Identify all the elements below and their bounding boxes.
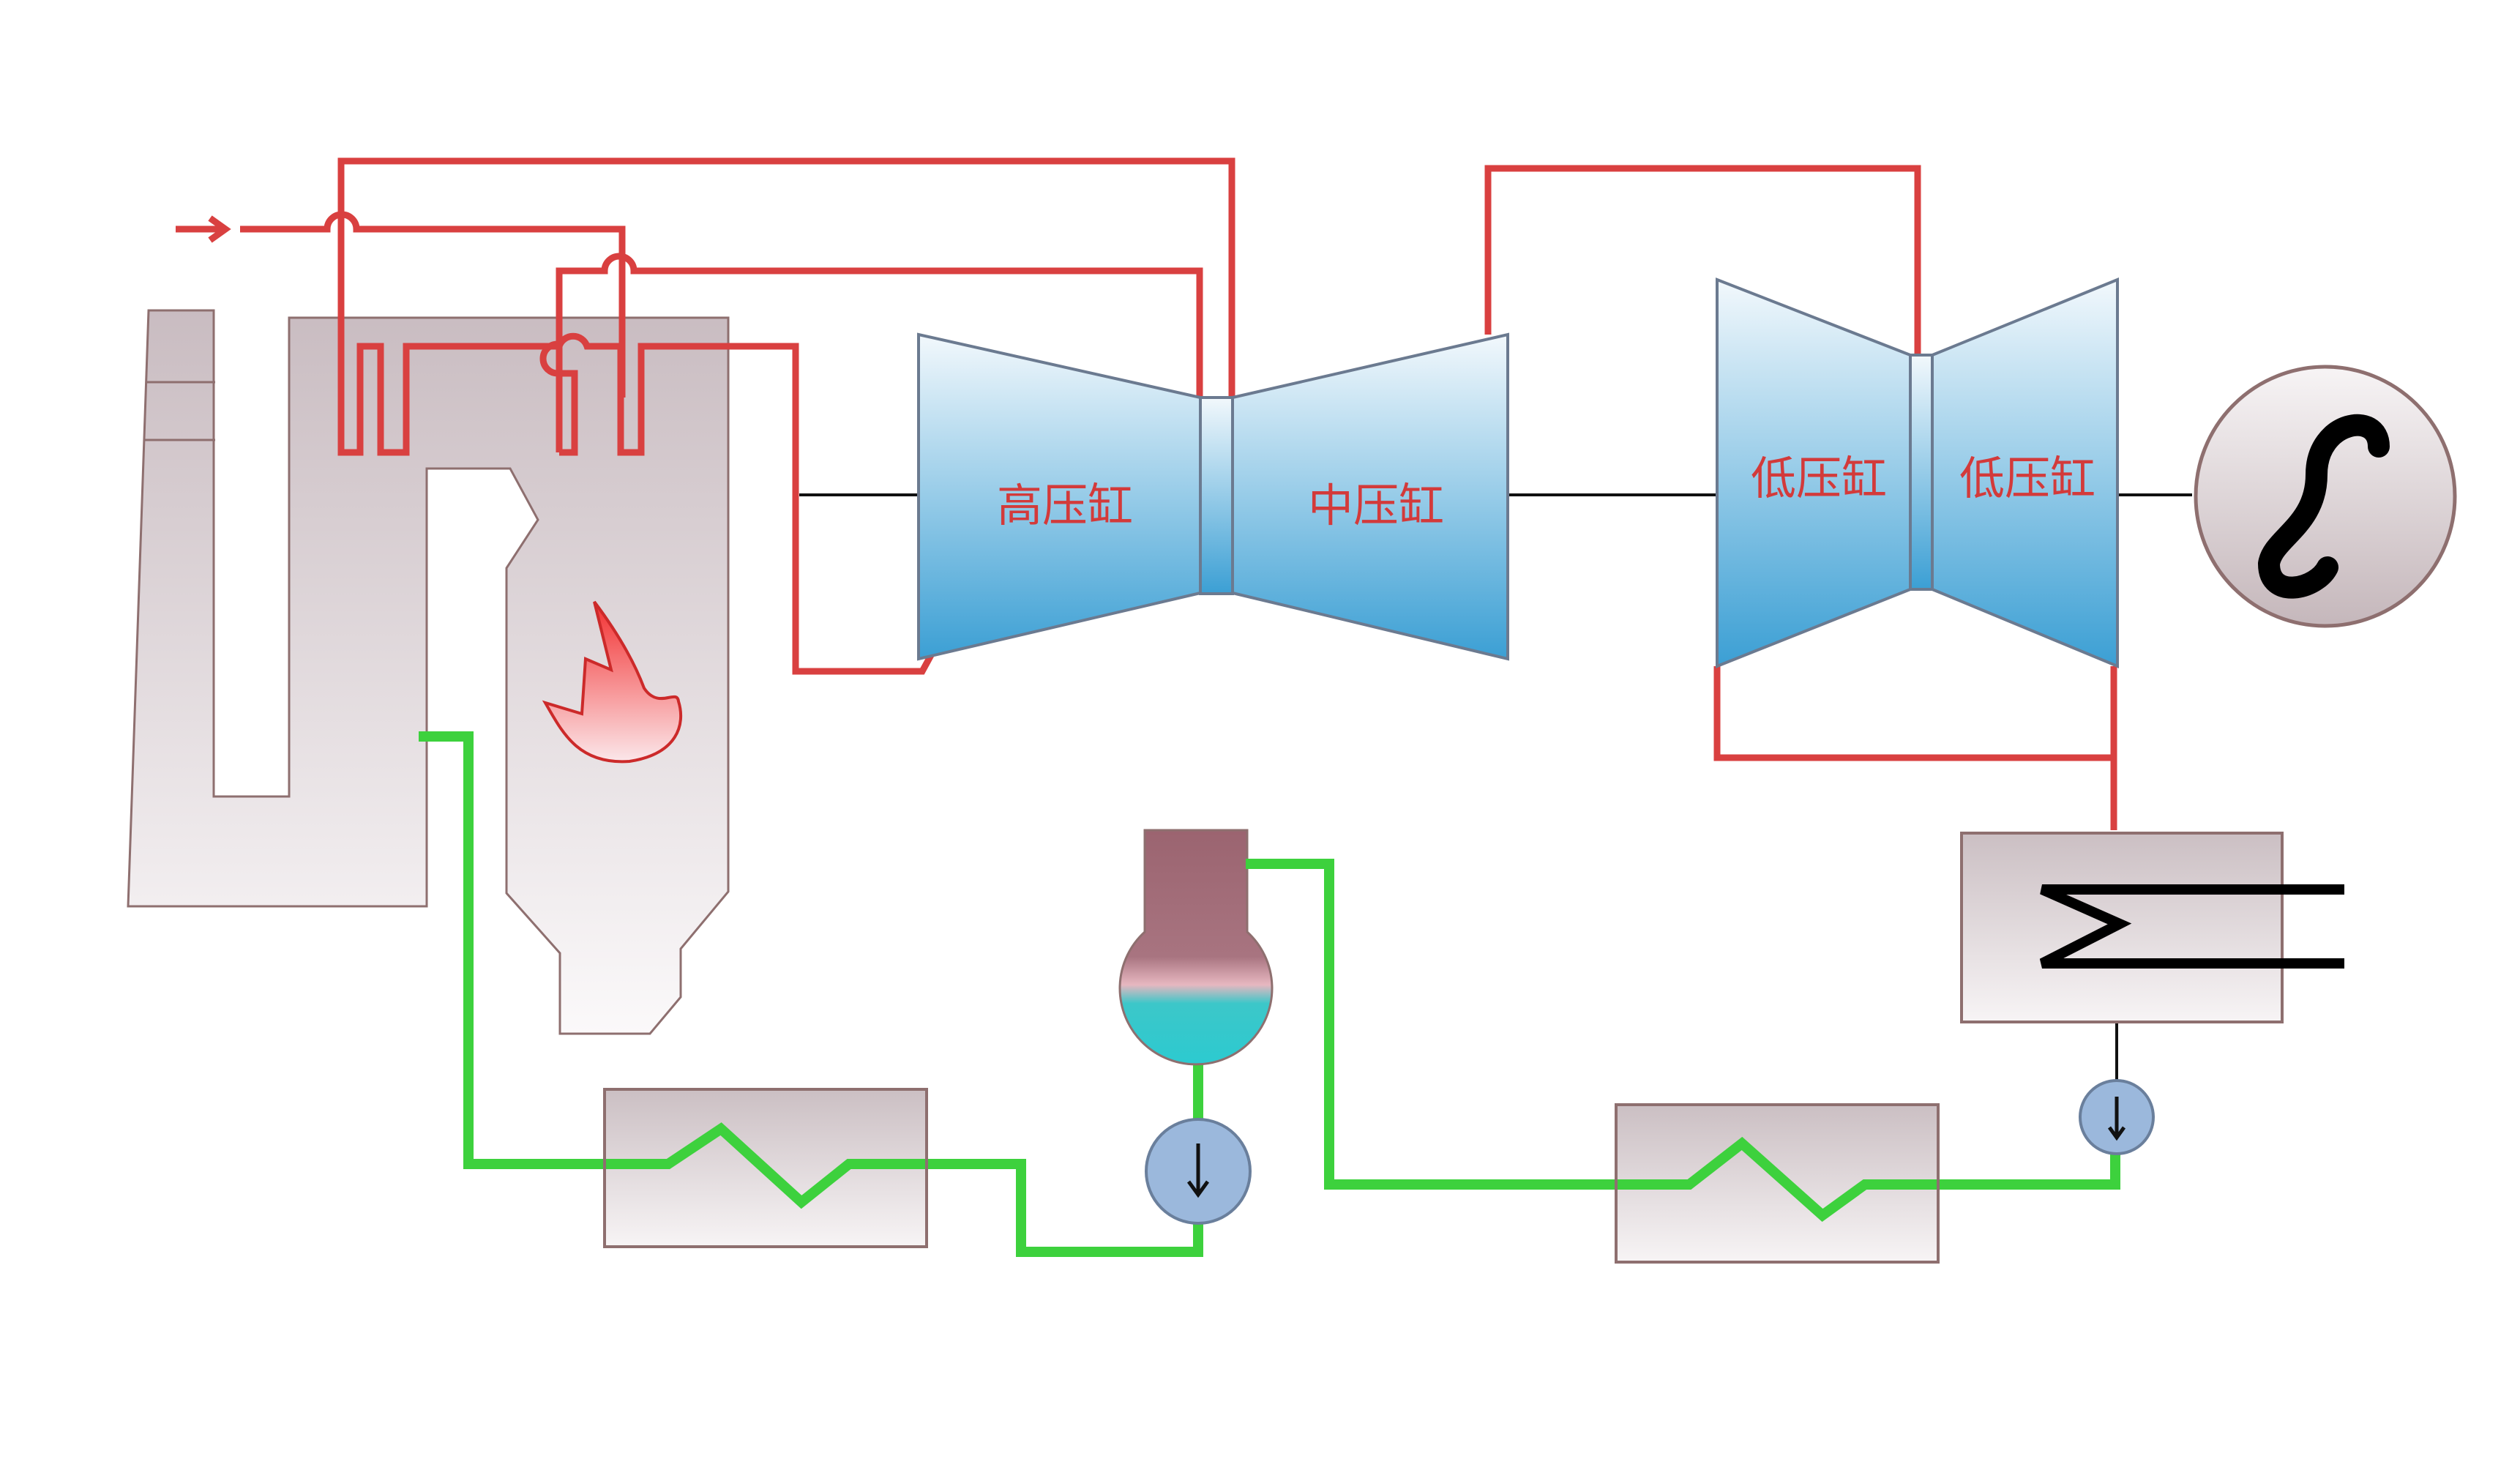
hp-heater xyxy=(603,1088,928,1248)
ip-cylinder-label: 中压缸 xyxy=(1308,479,1444,532)
lp-turbine: 低压缸 低压缸 xyxy=(1716,277,2119,668)
down-arrow-icon xyxy=(1186,1143,1210,1198)
deaerator xyxy=(1118,829,1329,1066)
lp-cylinder-1-label: 低压缸 xyxy=(1751,452,1887,505)
chimney xyxy=(127,309,730,1035)
lp-coupling xyxy=(1909,354,1934,591)
condenser xyxy=(1960,832,2344,1082)
hp-ip-turbine: 高压缸 中压缸 xyxy=(917,332,1509,661)
sine-s-icon xyxy=(2257,414,2390,599)
hp-cylinder-label: 高压缸 xyxy=(997,479,1133,532)
generator xyxy=(2194,365,2457,628)
steam-lines xyxy=(176,157,2117,830)
lp-heater xyxy=(1615,1103,1940,1264)
flame-icon xyxy=(542,600,683,764)
ip-cylinder xyxy=(1231,332,1509,661)
down-arrow-icon xyxy=(2107,1097,2126,1141)
feed-pump xyxy=(1145,1118,1252,1225)
lp-cylinder-2 xyxy=(1931,277,2119,668)
right-arrow-icon xyxy=(176,215,231,243)
hp-ip-coupling xyxy=(1199,396,1234,595)
lp-cylinder-2-label: 低压缸 xyxy=(1959,452,2095,505)
condensate-pump xyxy=(2079,1079,2155,1155)
